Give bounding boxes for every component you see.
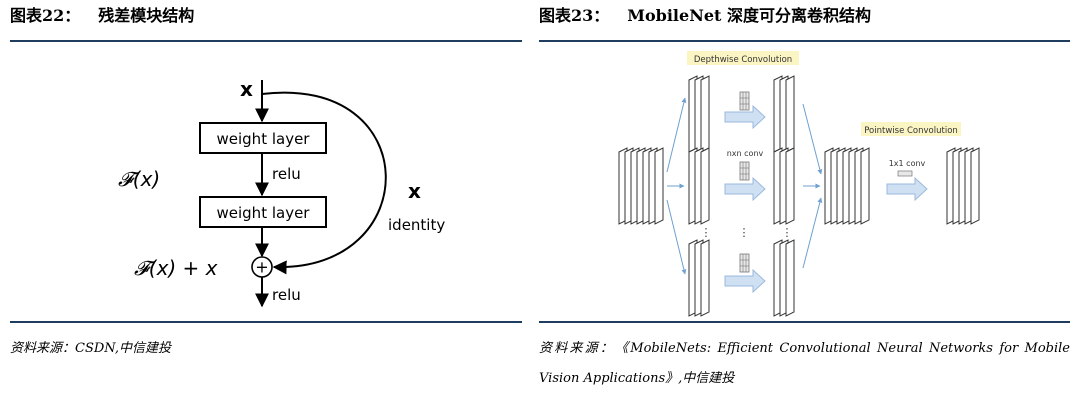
figure-23-number: 图表23： <box>539 6 610 25</box>
depthwise-separable-diagram: Depthwise Convolution nxn conv <box>539 44 1070 318</box>
depthwise-row-3 <box>688 239 795 317</box>
split-arrow-top <box>666 97 687 173</box>
fx-plus-x-label: 𝓕(x) + x <box>134 256 218 280</box>
weight-layer-2-box <box>199 196 327 228</box>
figure-23-top-rule <box>539 40 1070 42</box>
residual-block-svg: x weight layer relu weight layer + <box>118 77 445 308</box>
depthwise-row-2 <box>688 147 795 225</box>
one-by-one-conv-label: 1x1 conv <box>889 159 926 168</box>
shortcut-x-label: x <box>408 179 421 203</box>
mobilenet-svg: Depthwise Convolution nxn conv <box>618 51 980 317</box>
vdots-2: ⋮ <box>739 226 750 239</box>
concatenated-feature-stack <box>824 147 870 225</box>
figure-22-source: 资料来源：CSDN,中信建投 <box>10 341 171 356</box>
depthwise-label: Depthwise Convolution <box>694 55 792 65</box>
figure-23-bottom-rule <box>539 321 1070 323</box>
figure-22: 图表22： 残差模块结构 x weight layer relu <box>10 0 522 356</box>
relu-out-label: relu <box>272 286 301 304</box>
relu-mid-label: relu <box>272 165 301 183</box>
figure-23-title: 图表23： MobileNet 深度可分离卷积结构 <box>539 0 1070 34</box>
figure-23-source: 资料来源：《MobileNets: Efficient Convolutiona… <box>539 341 1070 386</box>
depthwise-row-1 <box>688 75 795 153</box>
pointwise-label-box <box>861 122 961 136</box>
figure-22-top-rule <box>10 40 522 42</box>
identity-shortcut-arrow <box>261 91 387 275</box>
pointwise-label: Pointwise Convolution <box>864 126 958 136</box>
figure-22-number: 图表22： <box>10 6 81 25</box>
figure-22-title: 图表22： 残差模块结构 <box>10 0 522 34</box>
split-arrow-bottom <box>666 199 687 275</box>
shortcut-identity-label: identity <box>388 216 445 234</box>
residual-block-diagram: x weight layer relu weight layer + <box>10 44 522 318</box>
vdots-3: ⋮ <box>782 226 793 239</box>
pointwise-arrow <box>886 177 928 201</box>
vdots-1: ⋮ <box>701 226 712 239</box>
figure-23: 图表23： MobileNet 深度可分离卷积结构 <box>539 0 1070 386</box>
weight-layer-2-label: weight layer <box>217 204 311 222</box>
pointwise-kernel-icon <box>897 170 913 177</box>
input-feature-stack <box>618 147 664 225</box>
fx-label: 𝓕(x) <box>118 167 160 191</box>
figure-23-caption: MobileNet 深度可分离卷积结构 <box>627 6 871 25</box>
nxn-conv-label: nxn conv <box>727 149 764 158</box>
output-feature-stack <box>946 147 980 225</box>
weight-layer-1-label: weight layer <box>217 130 311 148</box>
input-x-label: x <box>240 77 253 101</box>
depthwise-label-box <box>687 51 799 65</box>
merge-arrow-top <box>802 103 823 175</box>
plus-symbol: + <box>255 258 268 277</box>
figure-22-caption: 残差模块结构 <box>98 6 195 25</box>
figure-22-bottom-rule <box>10 321 522 323</box>
merge-arrow-bottom <box>802 197 823 269</box>
